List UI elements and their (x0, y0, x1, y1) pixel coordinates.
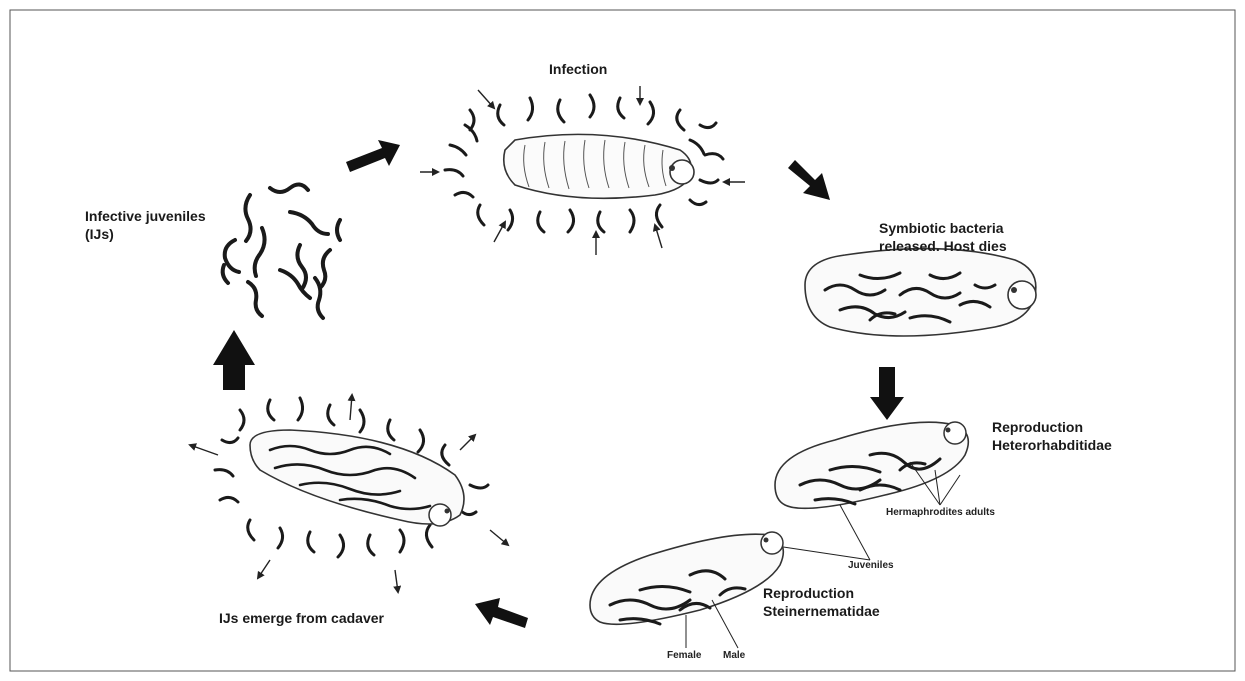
emerging-ijs-larva (190, 395, 508, 592)
label-heterorhabditidae: Heterorhabditidae (992, 436, 1112, 454)
arrow-emerge-to-ij (213, 330, 255, 390)
arrow-ij-to-infection (346, 140, 400, 172)
label-male: Male (723, 650, 745, 662)
label-infective-juveniles: Infective juveniles (85, 207, 206, 225)
label-ijs-emerge: IJs emerge from cadaver (219, 609, 384, 627)
label-host-dies: released. Host dies (879, 237, 1007, 255)
label-juveniles: Juveniles (848, 560, 894, 572)
steinernematidae-larva (590, 532, 783, 648)
label-symbiotic-bacteria: Symbiotic bacteria (879, 219, 1004, 237)
label-hermaphrodites: Hermaphrodites adults (886, 507, 995, 519)
infection-larva (420, 86, 745, 255)
label-reproduction-stein: Reproduction (763, 584, 854, 602)
arrow-infection-to-symbiotic (788, 160, 830, 200)
label-infective-juveniles-abbrev: (IJs) (85, 225, 114, 243)
infective-juveniles-illustration (223, 184, 340, 318)
label-reproduction-hetero: Reproduction (992, 418, 1083, 436)
heterorhabditidae-larva (770, 422, 968, 560)
cycle-arrows (213, 140, 904, 628)
label-steinernematidae: Steinernematidae (763, 602, 880, 620)
label-infection: Infection (549, 60, 607, 78)
arrow-symbiotic-to-reproduction (870, 367, 904, 420)
arrow-reproduction-to-emerge (475, 598, 528, 628)
label-female: Female (667, 650, 701, 662)
dying-host-larva (805, 249, 1036, 336)
